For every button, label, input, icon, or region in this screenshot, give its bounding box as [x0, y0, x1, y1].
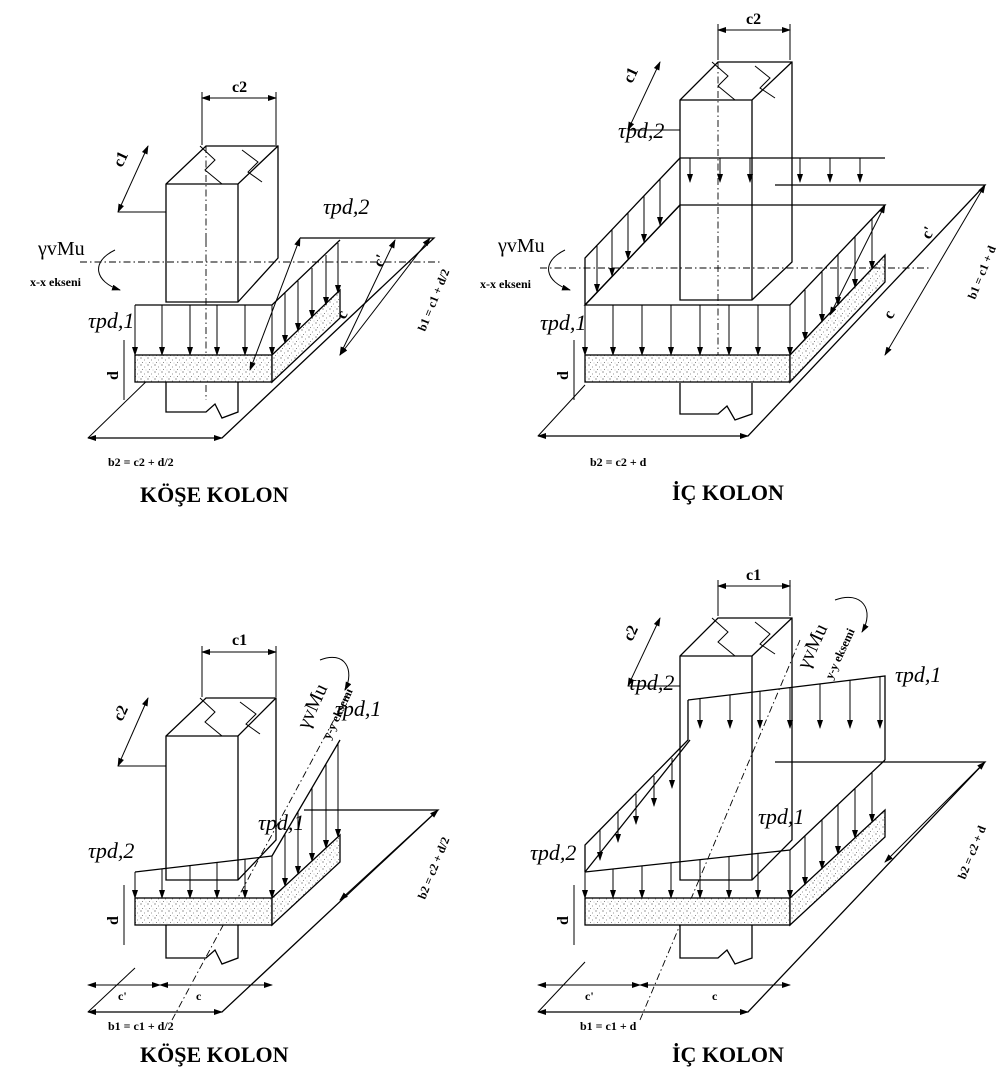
slab-section	[584, 897, 791, 926]
title-bottom-left: KÖŞE KOLON	[140, 1042, 289, 1067]
label-tau-left: τpd,2	[530, 840, 576, 865]
column	[679, 617, 793, 881]
label-c-prime: c'	[118, 989, 127, 1003]
label-c-side: c2	[620, 623, 642, 644]
y-y-axis	[171, 689, 351, 1021]
label-c: c	[196, 989, 202, 1003]
label-tau-front: τpd,1	[88, 308, 134, 333]
label-tau-front: τpd,1	[540, 310, 586, 335]
moment-arc	[319, 656, 352, 691]
column	[679, 61, 793, 301]
label-c-top: c1	[746, 567, 761, 584]
label-moment: γvMu	[497, 235, 545, 257]
stress-arrows-left	[597, 758, 675, 861]
label-b-bottom: b2 = c2 + d/2	[108, 455, 174, 469]
stress-arrows-front	[132, 856, 275, 899]
label-tau-left: τpd,2	[88, 838, 134, 863]
slab-section	[134, 354, 273, 383]
stress-arrows-right	[802, 773, 875, 886]
stress-arrows-left	[594, 179, 663, 293]
column	[165, 145, 279, 303]
label-d: d	[105, 371, 122, 380]
label-tau-side: τpd,2	[323, 194, 369, 219]
label-c-side: c1	[110, 149, 132, 170]
label-b-bottom: b1 = c1 + d/2	[108, 1019, 174, 1033]
label-c-side: c1	[620, 65, 642, 86]
column	[165, 697, 277, 881]
label-c: c	[880, 308, 898, 322]
label-axis: x-x ekseni	[480, 277, 532, 291]
label-b-side: b2 = c2 + d	[955, 823, 989, 881]
label-c-prime: c'	[585, 989, 594, 1003]
label-axis: x-x ekseni	[30, 275, 82, 289]
label-c-prime: c'	[918, 224, 938, 242]
panel-bottom-left: c1 c2 γvMu y-y eksemi τpd,1 τpd,1 τpd,2 …	[87, 632, 453, 1067]
panel-bottom-right: c1 c2 γvMu y-y eksemi τpd,2 τpd,1 τpd,1 …	[530, 567, 989, 1067]
stress-arrows-side	[282, 743, 341, 887]
label-c-top: c2	[746, 11, 761, 28]
ground-plane	[538, 761, 987, 1013]
label-d: d	[105, 916, 122, 925]
dim-c1	[627, 61, 661, 131]
stress-arrows-back	[687, 158, 863, 183]
label-tau-mid: τpd,1	[258, 810, 304, 835]
stress-arrows-front	[132, 305, 275, 356]
dim-c1	[117, 145, 149, 213]
label-b-bottom: b2 = c2 + d	[590, 455, 647, 469]
label-c-side: c2	[110, 703, 132, 724]
dim-c-prime	[339, 239, 396, 356]
title-top-left: KÖŞE KOLON	[140, 482, 289, 507]
label-d: d	[555, 371, 572, 380]
ground-plane	[538, 184, 987, 437]
dim-b2	[339, 809, 439, 901]
dim-c2	[117, 697, 149, 767]
label-b-bottom: b1 = c1 + d	[580, 1019, 637, 1033]
y-y-axis	[639, 639, 801, 1021]
title-top-right: İÇ KOLON	[672, 480, 784, 505]
panel-top-left: c2 c1 τpd,2 τpd,1 γvMu x-x ekseni c' c d…	[30, 79, 452, 507]
moment-arc	[98, 249, 121, 291]
label-tau-right: τpd,1	[335, 696, 381, 721]
label-d: d	[555, 916, 572, 925]
label-c: c	[712, 989, 718, 1003]
moment-arc	[834, 596, 869, 633]
title-bottom-right: İÇ KOLON	[672, 1042, 784, 1067]
label-c-top: c1	[232, 632, 247, 649]
label-c-top: c2	[232, 79, 247, 96]
label-b-side: b1 = c1 + d/2	[415, 267, 453, 333]
label-tau-back-left: τpd,2	[628, 670, 674, 695]
slab-section	[584, 354, 791, 383]
stress-arrows-back	[697, 677, 883, 729]
label-b-side: b1 = c1 + d	[965, 243, 999, 301]
dim-c2	[627, 617, 661, 687]
slab-section	[134, 897, 273, 926]
label-tau-mid: τpd,1	[758, 804, 804, 829]
label-moment: γvMu	[37, 238, 85, 260]
dim-b1	[884, 184, 986, 356]
label-tau-right: τpd,1	[895, 662, 941, 687]
label-b-side: b2 = c2 + d/2	[415, 835, 453, 901]
moment-arc	[548, 249, 571, 291]
panel-top-right: c2 c1 τpd,2 τpd,1 γvMu x-x ekseni c' c d…	[480, 11, 999, 505]
dim-b2	[884, 761, 986, 863]
label-tau-back: τpd,2	[618, 118, 664, 143]
stress-arrows-front	[582, 305, 793, 356]
stress-arrows-front	[582, 850, 793, 899]
